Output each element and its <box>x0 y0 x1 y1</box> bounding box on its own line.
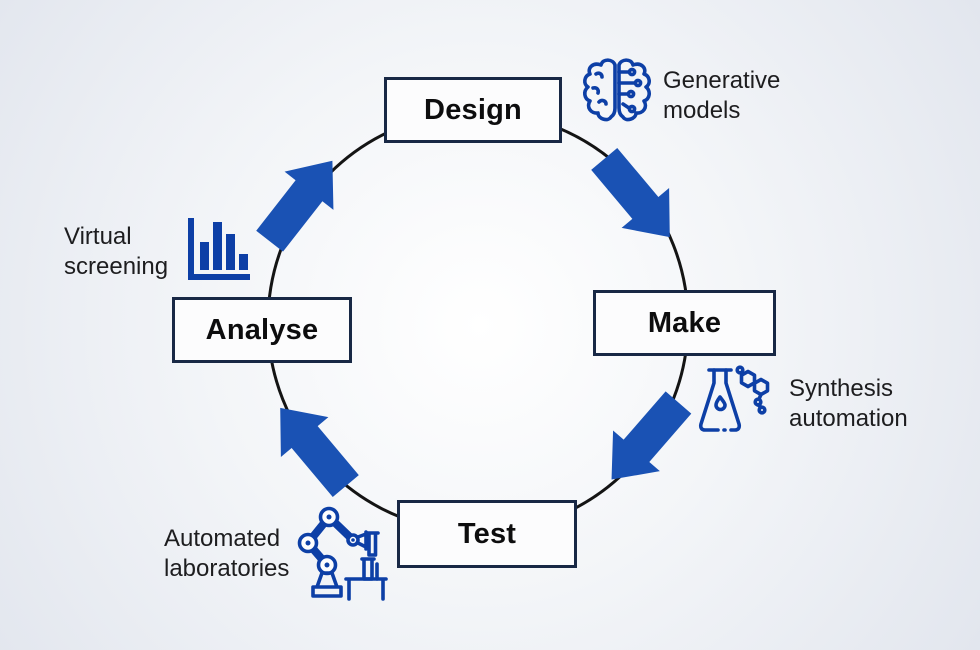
stage-label-test: Test <box>457 517 517 550</box>
stage-label-make: Make <box>647 306 722 339</box>
stage-box-design: Design <box>384 77 562 143</box>
arrow-test-to-analyse <box>256 388 370 506</box>
annotation-automated-laboratories: Automated laboratories <box>164 525 290 582</box>
robot-arm-icon <box>296 502 392 607</box>
bar-chart-icon <box>184 216 252 289</box>
stage-box-test: Test <box>397 500 577 568</box>
stage-label-analyse: Analyse <box>205 313 319 346</box>
annotation-synthesis-automation: Synthesis automation <box>789 375 908 432</box>
arrow-analyse-to-design <box>245 141 357 261</box>
brain-icon <box>582 56 652 133</box>
arrow-design-to-make <box>580 139 694 257</box>
stage-box-make: Make <box>593 290 776 356</box>
arrow-make-to-test <box>588 382 702 500</box>
annotation-virtual-screening: Virtual screening <box>64 223 169 280</box>
annotation-generative-models: Generative models <box>663 67 781 124</box>
stage-box-analyse: Analyse <box>172 297 352 363</box>
stage-label-design: Design <box>424 93 522 126</box>
flask-molecule-icon <box>696 363 776 450</box>
